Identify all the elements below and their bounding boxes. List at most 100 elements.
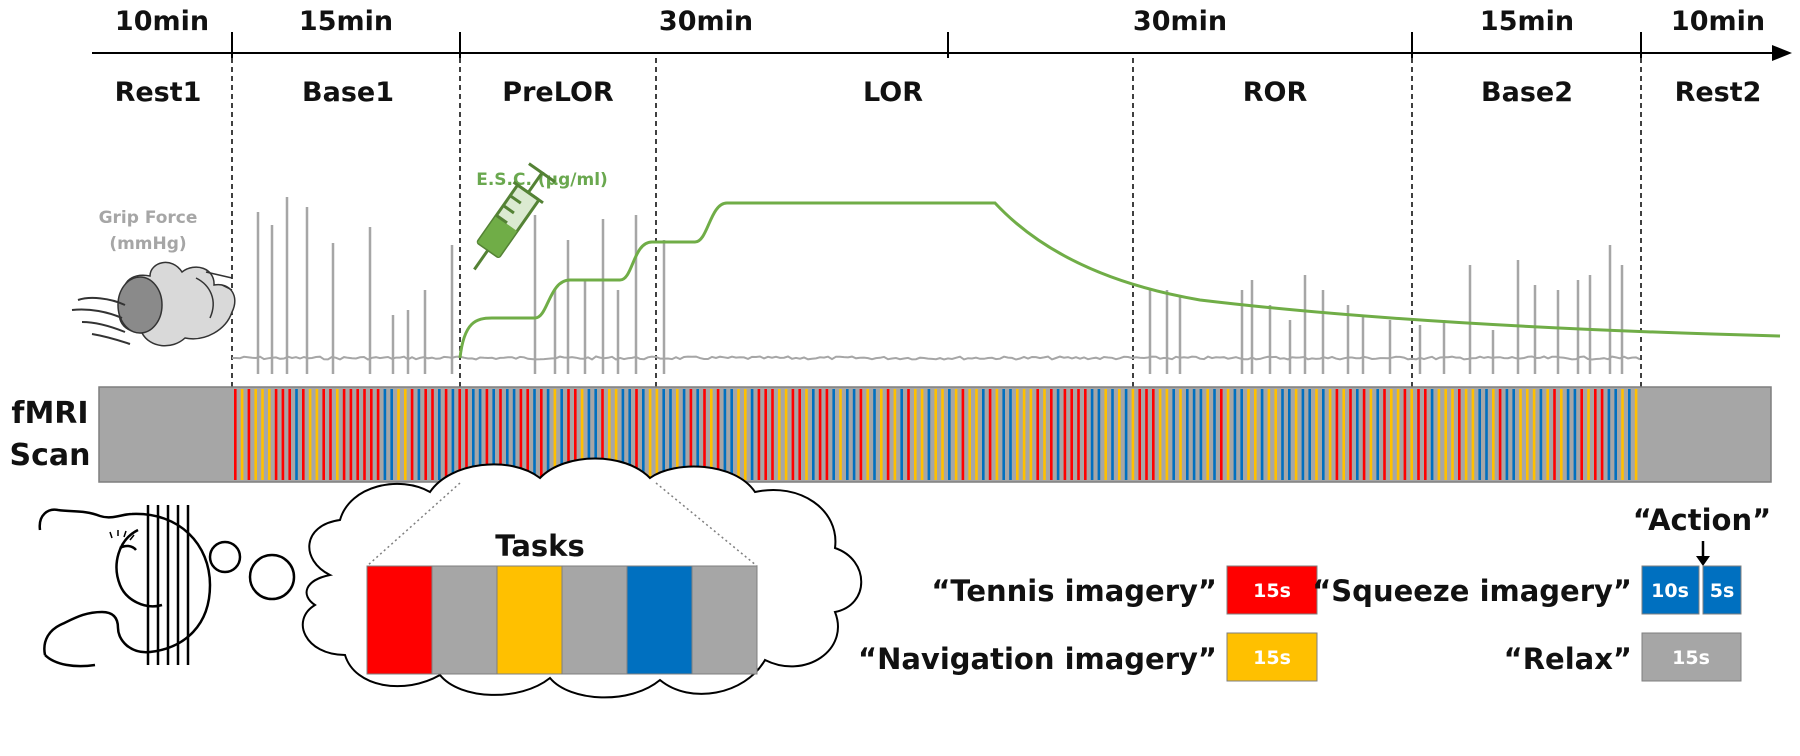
scan-stripe: [920, 389, 924, 480]
scan-stripe: [1063, 389, 1067, 480]
scan-stripe: [642, 389, 645, 480]
scan-stripe: [1077, 389, 1080, 480]
scan-stripe: [1634, 389, 1638, 480]
scan-stripe: [812, 389, 815, 480]
scan-stripe: [1186, 389, 1189, 480]
legend-tennis-duration: 15s: [1253, 580, 1291, 602]
scan-stripe: [329, 389, 332, 480]
scan-stripe: [1362, 389, 1366, 480]
scan-stripe: [873, 389, 876, 480]
scan-stripe: [254, 389, 257, 480]
esc-curve: [458, 201, 1781, 359]
scan-stripe: [1084, 389, 1087, 480]
scan-stripe: [363, 389, 366, 480]
scan-stripe: [1492, 389, 1495, 480]
scan-stripe: [465, 389, 468, 480]
phase-labels: Rest1 Base1 PreLOR LOR ROR Base2 Rest2: [115, 77, 1762, 108]
scan-stripe: [1546, 389, 1549, 480]
scan-stripe: [886, 389, 890, 480]
scan-stripe: [1621, 389, 1624, 480]
scan-stripe: [1335, 389, 1339, 480]
scan-stripe: [1444, 389, 1447, 480]
scan-stripe: [1301, 389, 1305, 480]
scan-stripe: [1600, 389, 1604, 480]
scan-stripe: [533, 389, 536, 480]
scan-stripe: [866, 389, 869, 480]
scan-stripe: [390, 389, 393, 480]
scan-stripe: [1009, 389, 1012, 480]
scan-stripe: [723, 389, 727, 480]
scan-stripe: [1342, 389, 1345, 480]
scan-stripe: [1417, 389, 1420, 480]
phase-rest2: Rest2: [1675, 77, 1762, 108]
scan-stripe: [1294, 389, 1298, 480]
scan-stripe: [397, 389, 400, 480]
head-coil-icon: [38, 505, 296, 668]
scan-stripe: [852, 389, 856, 480]
scan-stripe: [907, 389, 910, 480]
scan-stripe: [1628, 389, 1631, 480]
scan-stripe: [424, 389, 427, 480]
task-block-relax-2: [561, 565, 628, 675]
scan-stripe: [716, 389, 720, 480]
scan-stripe: [1029, 389, 1033, 480]
legend-relax-label: “Relax”: [1504, 642, 1632, 676]
scan-stripe: [655, 389, 659, 480]
scan-stripe: [1138, 389, 1141, 480]
scan-stripe: [669, 389, 672, 480]
scan-stripe: [648, 389, 652, 480]
scan-stripe: [404, 389, 407, 480]
task-block-squeeze: [626, 565, 693, 675]
scan-stripe: [1519, 389, 1522, 480]
duration-labels: 10min 15min 30min 30min 15min 10min: [115, 6, 1765, 37]
scan-stripe: [975, 389, 978, 480]
scan-stripe: [1505, 389, 1509, 480]
scan-stripe: [1614, 389, 1617, 480]
scan-stripe: [567, 389, 570, 480]
scan-stripe: [1390, 389, 1393, 480]
scan-stripe: [1022, 389, 1026, 480]
scan-stripe: [1458, 389, 1461, 480]
scan-stripe: [961, 389, 965, 480]
scan-stripe: [512, 389, 516, 480]
scan-stripe: [859, 389, 863, 480]
scan-stripe: [1403, 389, 1407, 480]
scan-stripe: [499, 389, 502, 480]
scan-stripe: [1220, 389, 1223, 480]
scan-stripe: [1267, 389, 1271, 480]
scan-stripe: [1158, 389, 1162, 480]
task-block-relax-3: [691, 565, 758, 675]
scan-stripe: [764, 389, 767, 480]
action-arrow-head: [1696, 556, 1710, 566]
scan-stripe: [954, 389, 958, 480]
task-block-tennis: [366, 565, 433, 675]
scan-stripe: [342, 389, 346, 480]
scan-stripe: [689, 389, 693, 480]
legend-squeeze-label: “Squeeze imagery”: [1312, 574, 1632, 608]
scan-stripe: [1553, 389, 1556, 480]
scan-stripe: [540, 389, 543, 480]
scan-stripe: [1192, 389, 1196, 480]
scan-stripe: [1226, 389, 1230, 480]
scan-stripe: [322, 389, 325, 480]
scan-stripe: [1165, 389, 1169, 480]
scan-stripe: [1097, 389, 1101, 480]
legend-navigation-box: [1226, 632, 1318, 682]
scan-stripe: [1512, 389, 1515, 480]
scan-stripe: [485, 389, 489, 480]
scan-stripe: [1145, 389, 1148, 480]
scan-stripe: [614, 389, 618, 480]
syringe-icon: [473, 162, 557, 271]
scan-stripe: [621, 389, 625, 480]
scan-stripe: [703, 389, 706, 480]
legend-relax-box: [1641, 632, 1742, 682]
scan-stripe: [1328, 389, 1332, 480]
legend-squeeze-box-main: [1641, 565, 1700, 615]
scan-stripe: [1090, 389, 1094, 480]
scan-stripe: [1043, 389, 1046, 480]
scan-stripe: [778, 389, 781, 480]
legend-tennis-box: [1226, 565, 1318, 615]
scan-stripe: [968, 389, 971, 480]
scan-stripe: [1104, 389, 1107, 480]
scan-stripe: [818, 389, 822, 480]
